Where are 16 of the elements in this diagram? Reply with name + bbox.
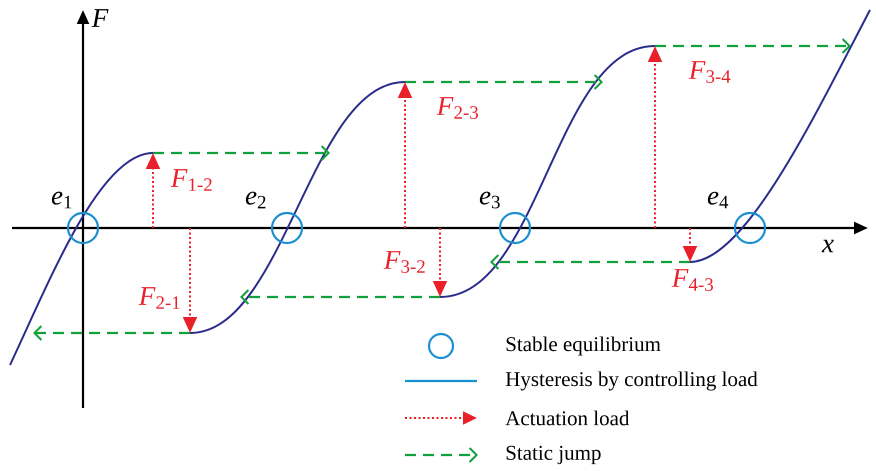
legend-text: Static jump: [506, 446, 601, 464]
axis-label: F: [92, 9, 108, 27]
force-label: F$_{2-1}$: [138, 287, 180, 309]
equilibrium-label: e$_{4}$: [708, 192, 728, 208]
force-label: F$_{4-3}$: [672, 269, 713, 291]
axis-label: x: [822, 240, 834, 252]
force-label: F$_{3-4}$: [688, 61, 730, 83]
force-label: F$_{3-2}$: [384, 251, 425, 273]
legend-text: Hysteresis by controlling load: [506, 371, 758, 391]
equilibrium-label: e$_{2}$: [246, 192, 266, 208]
equilibrium-label: e$_{3}$: [480, 192, 500, 208]
force-label: F$_{2-3}$: [436, 97, 478, 119]
legend-text: Actuation load: [505, 410, 630, 426]
force-label: F$_{1-2}$: [170, 169, 212, 191]
equilibrium-label: e$_{1}$: [52, 192, 72, 208]
legend-text: Stable equilibrium: [506, 336, 661, 356]
